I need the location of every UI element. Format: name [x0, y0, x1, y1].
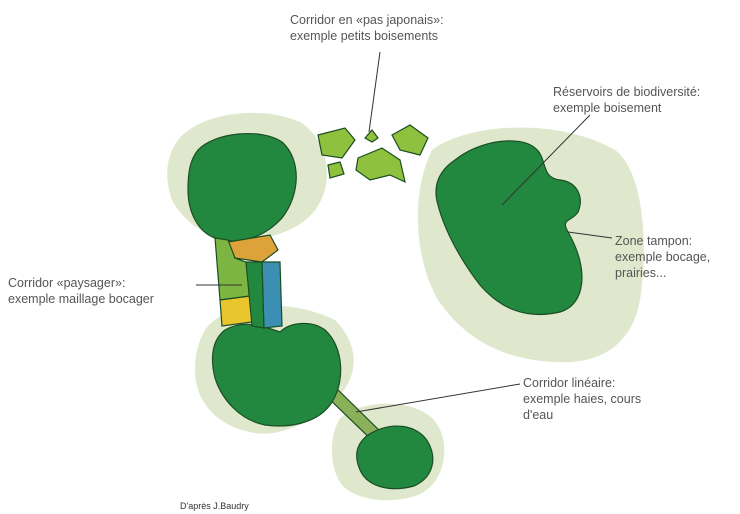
- label-zone-tampon: Zone tampon: exemple bocage, prairies...: [615, 233, 710, 281]
- landscape-corridor: [215, 235, 282, 328]
- source-credit: D'après J.Baudry: [180, 500, 249, 512]
- stepping-stone-5: [356, 148, 405, 182]
- leader-lineaire: [356, 384, 520, 412]
- reservoir-bottom: [357, 426, 433, 489]
- stepping-stone-3: [392, 125, 428, 155]
- stepping-stones: [318, 125, 428, 182]
- label-corridor-pas-japonais: Corridor en «pas japonais»: exemple peti…: [290, 12, 444, 44]
- stepping-stone-4: [328, 162, 344, 178]
- patch-blue-river: [262, 262, 282, 328]
- patch-yellow: [220, 296, 252, 326]
- stepping-stone-1: [318, 128, 355, 158]
- label-corridor-lineaire: Corridor linéaire: exemple haies, cours …: [523, 375, 641, 423]
- label-corridor-paysager: Corridor «paysager»: exemple maillage bo…: [8, 275, 154, 307]
- label-reservoirs-biodiversite: Réservoirs de biodiversité: exemple bois…: [553, 84, 700, 116]
- leader-pas-japonais: [369, 52, 380, 132]
- stepping-stone-2: [365, 130, 378, 142]
